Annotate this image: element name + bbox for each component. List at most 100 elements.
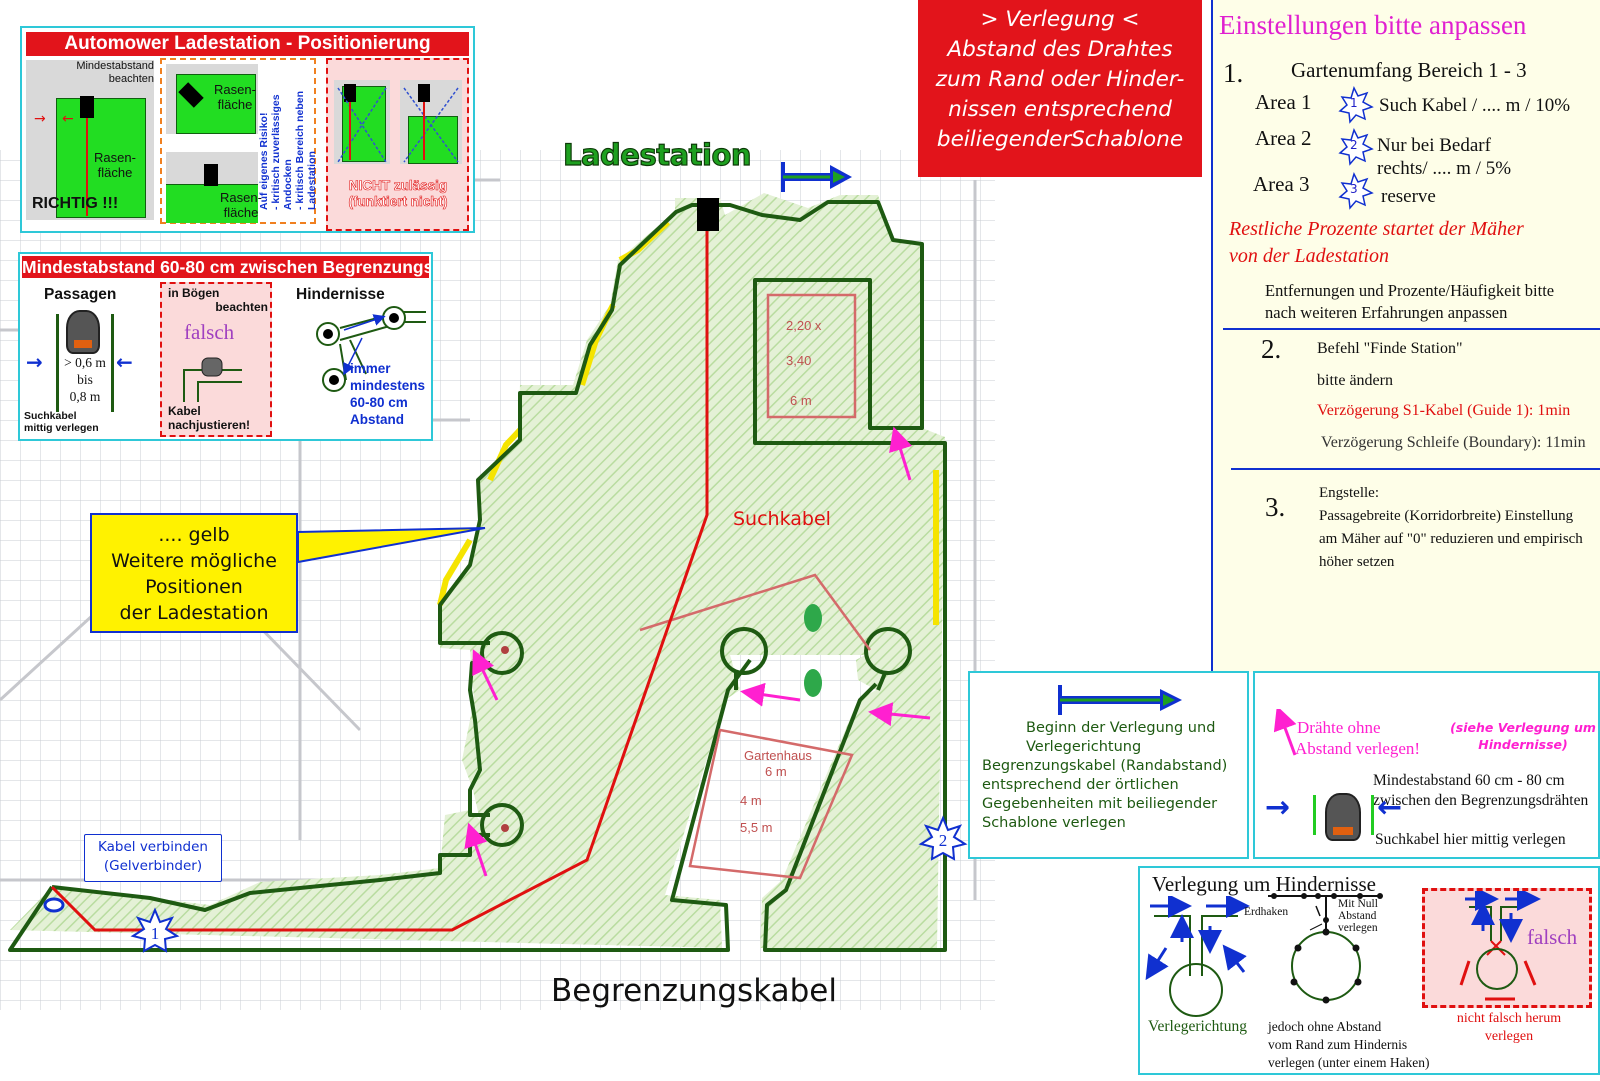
kabel-verbinden-note: Kabel verbinden (Gelverbinder) xyxy=(84,834,222,882)
nz-line2: (funktiert nicht) xyxy=(348,194,448,210)
draehte-min-line2: zwischen den Begrenzungsdrähten xyxy=(1373,792,1589,809)
nz-left-station xyxy=(344,84,356,102)
room-text-1: 2,20 x xyxy=(786,318,822,333)
in-boegen-curves xyxy=(183,357,242,402)
star-marker-1 xyxy=(130,907,180,953)
verlegung-line4: nissen entsprechend xyxy=(948,97,1172,122)
richtig-example: → ← Mindestabstand beachten Rasen- fläch… xyxy=(26,60,154,220)
mower-icon xyxy=(66,310,100,354)
min-distance-title: Mindestabstand 60-80 cm zwischen Begrenz… xyxy=(22,256,429,278)
nicht-falsch-text: nicht falsch herum verlegen xyxy=(1424,1010,1594,1046)
draehte-magenta-arrow xyxy=(1273,709,1297,756)
in-boegen-text: in Bögen beachten xyxy=(168,286,268,314)
restliche-text: Restliche Prozente startet der Mäher von… xyxy=(1229,216,1524,270)
erdhaken-label: Erdhaken xyxy=(1244,906,1289,918)
risiko-text: Auf eigenes Risiko! - kritisch zuverläss… xyxy=(258,50,318,210)
kabel-nachjustieren-text: Kabel nachjustieren! xyxy=(168,404,250,432)
in-boegen-line2: beachten xyxy=(215,300,268,314)
risiko-line3: - kritisch Bereich neben Ladestation xyxy=(294,90,318,210)
distance-line2: bis xyxy=(77,372,93,387)
passagen-heading: Passagen xyxy=(44,286,117,303)
draehte-ohne-text: Drähte ohne Abstand verlegen! xyxy=(1295,717,1420,759)
rasen3-line1: Rasen- xyxy=(220,190,262,205)
rasen2-line2: fläche xyxy=(217,97,253,112)
siehe-line1: (siehe Verlegung um xyxy=(1450,720,1596,735)
section1-number: 1. xyxy=(1223,58,1244,88)
green-blob-1 xyxy=(804,604,822,632)
hindernisse-heading: Hindernisse xyxy=(296,286,385,303)
area2-line2: rechts/ .... m / 5% xyxy=(1377,158,1512,179)
rasen2-line1: Rasen- xyxy=(214,82,256,97)
jedoch-line3: verlegen (unter einem Haken) xyxy=(1268,1055,1430,1070)
passage-wire-right xyxy=(111,314,114,412)
charging-station xyxy=(697,198,719,231)
nz-right-station xyxy=(418,84,430,102)
yellow-callout: .... gelb Weitere mögliche Positionen de… xyxy=(90,513,298,633)
red-dot-2 xyxy=(501,824,509,832)
suchkabel-mittig-line2: mittig verlegen xyxy=(24,422,99,434)
verlegung-red-box: > Verlegung < Abstand des Drahtes zum Ra… xyxy=(918,0,1202,177)
distance-line1: > 0,6 m xyxy=(64,355,106,370)
kabel-verbinden-line1: Kabel verbinden xyxy=(98,839,208,855)
mindestabstand-line2: beachten xyxy=(108,73,154,85)
beginn-line4: entsprechend der örtlichen xyxy=(982,777,1179,793)
kabel-nachjustieren-line1: Kabel xyxy=(168,404,201,418)
rasen3-text: Rasen- fläche xyxy=(220,190,262,220)
rasen2-text: Rasen- fläche xyxy=(214,82,256,112)
section2-sub: bitte ändern xyxy=(1317,372,1393,389)
area2-text: Nur bei Bedarf rechts/ .... m / 5% xyxy=(1377,134,1511,180)
section2-red: Verzögerung S1-Kabel (Guide 1): 1min xyxy=(1317,402,1571,419)
draehte-mower-icon xyxy=(1325,793,1361,841)
shed-text-4: 5,5 m xyxy=(740,820,773,835)
area2-label: Area 2 xyxy=(1255,126,1312,150)
mit-null-text: Mit Null Abstand verlegen xyxy=(1338,898,1378,934)
draehte-arrow-left: → xyxy=(1265,790,1291,825)
richtig-arrow-left: → xyxy=(34,111,46,127)
draehte-wire-right xyxy=(1371,795,1374,835)
section1-heading: Gartenumfang Bereich 1 - 3 xyxy=(1291,58,1527,82)
settings-panel: Einstellungen bitte anpassen 1. Gartenum… xyxy=(1211,0,1600,672)
beginn-line5: Gegebenheiten mit beiliegender xyxy=(982,796,1218,812)
min-distance-panel: Mindestabstand 60-80 cm zwischen Begrenz… xyxy=(18,252,433,441)
section2-number: 2. xyxy=(1261,334,1282,364)
guide-wire xyxy=(50,230,709,932)
section3-line4: höher setzen xyxy=(1319,554,1395,570)
restliche-line2: von der Ladestation xyxy=(1229,245,1389,267)
mit-null-line2: Abstand xyxy=(1338,910,1377,922)
area2-line1: Nur bei Bedarf xyxy=(1377,135,1491,156)
laying-start-arrow xyxy=(781,162,852,192)
richtig-guide xyxy=(86,118,88,216)
section2-heading: Befehl "Finde Station" xyxy=(1317,340,1463,357)
verlegung-line1: > Verlegung < xyxy=(980,7,1140,32)
area3-text: reserve xyxy=(1381,186,1436,207)
risiko-line1: Auf eigenes Risiko! xyxy=(258,112,270,210)
section3-text: Engstelle: Passagebreite (Korridorbreite… xyxy=(1319,482,1583,574)
shed-text-3: 4 m xyxy=(740,793,762,808)
mindestabstand-line1: Mindestabstand xyxy=(76,60,154,72)
erdhaken-diagram xyxy=(1268,893,1383,1004)
passage-wire-left xyxy=(56,314,59,412)
mower-light xyxy=(74,340,92,348)
begrenzungskabel-label: Begrenzungskabel xyxy=(551,973,837,1009)
beginn-line3: Begrenzungskabel (Randabstand) xyxy=(982,758,1228,774)
wire-connector xyxy=(43,897,65,913)
ladestation-label: Ladestation xyxy=(562,137,752,172)
beginn-line6: Schablone verlegen xyxy=(982,815,1126,831)
draehte-suchkabel-text: Suchkabel hier mittig verlegen xyxy=(1375,831,1566,848)
in-boegen-box: in Bögen beachten falsch Kabel nachjusti… xyxy=(160,282,272,437)
suchkabel-mittig-text: Suchkabel mittig verlegen xyxy=(24,410,99,434)
jedoch-line2: vom Rand zum Hindernis xyxy=(1268,1037,1408,1052)
settings-title: Einstellungen bitte anpassen xyxy=(1219,10,1527,40)
room-text-3: 6 m xyxy=(790,393,812,408)
settings-star-3-label: 3 xyxy=(1350,182,1358,196)
rasen1-line1: Rasen- xyxy=(94,150,136,165)
yellow-callout-pointer xyxy=(297,527,486,564)
lawn-area xyxy=(10,193,945,948)
draehte-panel: Drähte ohne Abstand verlegen! (siehe Ver… xyxy=(1253,671,1600,859)
immer-line2: mindestens xyxy=(350,378,426,393)
hindernisse-correct-diagram xyxy=(1145,896,1250,1017)
mit-null-line3: verlegen xyxy=(1338,922,1378,934)
rasen1-line2: fläche xyxy=(97,165,133,180)
immer-text: immer mindestens 60-80 cm Abstand xyxy=(350,360,425,428)
immer-line3: 60-80 cm xyxy=(350,395,408,410)
